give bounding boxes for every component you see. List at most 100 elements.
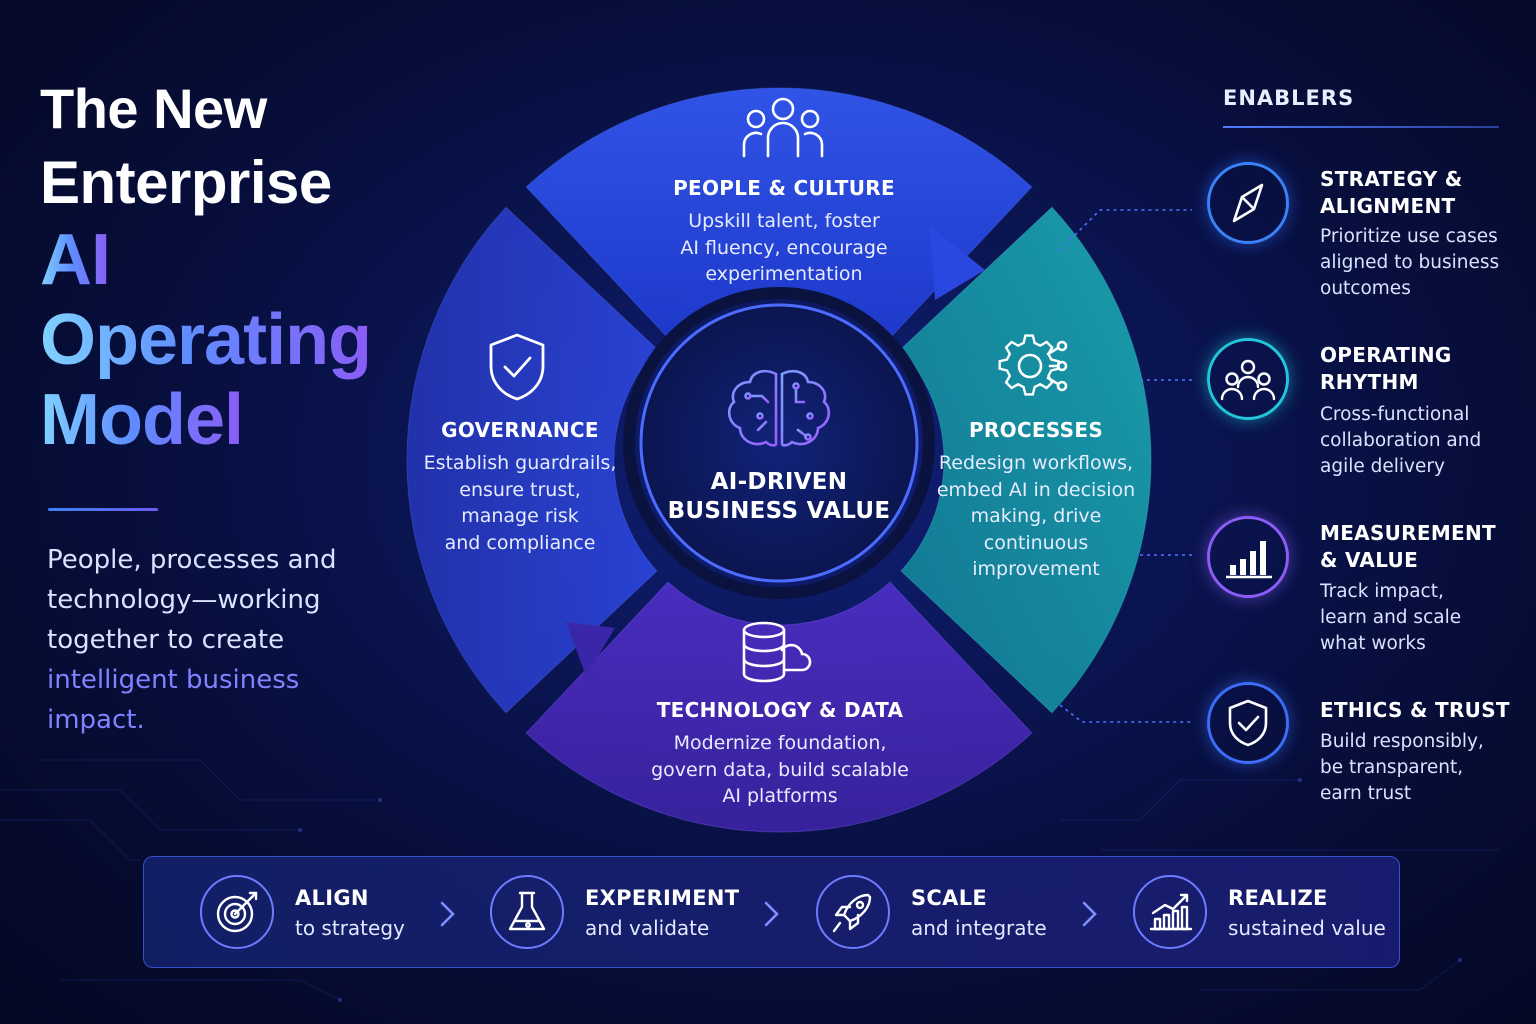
tagline-text: People, processes and technology—working… <box>47 545 337 655</box>
chevron-right-icon <box>764 901 779 927</box>
processes-block: PROCESSES Redesign workflows, embed AI i… <box>926 418 1146 583</box>
people-desc-line: AI fluency, encourage <box>680 236 888 259</box>
enabler-title-line: & VALUE <box>1320 548 1419 572</box>
arrow-head-bottom-left <box>566 622 615 676</box>
segment-processes <box>900 206 1152 714</box>
rocket-icon <box>832 893 872 933</box>
step-scale-title: SCALE <box>911 886 988 910</box>
step-align-title: ALIGN <box>295 886 369 910</box>
enabler-strategy-desc: Prioritize use cases aligned to business… <box>1320 224 1520 302</box>
page-title: The New Enterprise AI Operating Model <box>40 72 440 460</box>
enablers-rule <box>1223 126 1499 128</box>
center-label-line-1: AI-DRIVEN <box>710 469 848 495</box>
title-line-2: Enterprise <box>40 149 332 216</box>
enabler-rhythm-title: OPERATING RHYTHM <box>1320 342 1520 396</box>
step-experiment-title: EXPERIMENT <box>585 886 740 910</box>
enabler-desc-line: learn and scale <box>1320 607 1462 628</box>
step-experiment-circle <box>490 875 564 949</box>
enabler-desc-line: Cross-functional <box>1320 404 1470 425</box>
enabler-ethics-circle <box>1207 682 1289 764</box>
governance-title: GOVERNANCE <box>441 418 599 442</box>
processes-desc-line: making, drive <box>970 505 1102 527</box>
enabler-desc-line: be transparent, <box>1320 757 1464 778</box>
enabler-measurement-desc: Track impact, learn and scale what works <box>1320 579 1520 657</box>
people-culture-block: PEOPLE & CULTURE Upskill talent, foster … <box>614 176 954 288</box>
chevron-right-icon <box>440 901 455 927</box>
title-line-1: The New <box>40 77 267 140</box>
step-realize-title: REALIZE <box>1228 886 1328 910</box>
enabler-ethics-desc: Build responsibly, be transparent, earn … <box>1320 729 1520 807</box>
gear-icon <box>998 334 1068 396</box>
enabler-measurement-circle <box>1207 516 1289 598</box>
center-label-line-2: BUSINESS VALUE <box>667 498 891 524</box>
title-line-5: Model <box>40 380 244 460</box>
arrow-head-top-right <box>930 226 985 300</box>
processes-desc-line: continuous <box>983 531 1089 554</box>
processes-title: PROCESSES <box>968 418 1104 442</box>
enabler-desc-line: agile delivery <box>1320 456 1445 477</box>
people-culture-title: PEOPLE & CULTURE <box>673 176 895 200</box>
enabler-desc-line: outcomes <box>1320 278 1411 299</box>
enablers-heading: ENABLERS <box>1223 86 1355 110</box>
processes-desc-line: embed AI in decision <box>936 478 1136 501</box>
growth-chart-icon <box>1149 893 1193 931</box>
target-icon <box>216 891 258 933</box>
enabler-connectors <box>1059 209 1192 723</box>
enabler-strategy-circle <box>1207 162 1289 244</box>
technology-desc-line: govern data, build scalable <box>651 758 909 781</box>
enabler-desc-line: earn trust <box>1320 783 1412 804</box>
people-desc-line: Upskill talent, foster <box>688 210 880 232</box>
database-cloud-icon <box>742 621 812 683</box>
governance-desc-line: ensure trust, <box>459 478 581 501</box>
enabler-rhythm-circle <box>1207 338 1289 420</box>
step-scale-circle <box>816 875 890 949</box>
enabler-desc-line: Track impact, <box>1320 581 1444 602</box>
wheel-segments <box>406 87 1152 833</box>
segment-governance <box>406 206 658 714</box>
step-align-sub: to strategy <box>295 916 405 940</box>
enabler-title-line: ALIGNMENT <box>1320 194 1456 218</box>
shield-check-icon <box>489 333 545 401</box>
step-realize-sub: sustained value <box>1228 916 1386 940</box>
processes-desc-line: improvement <box>972 558 1100 580</box>
bar-chart-icon <box>1226 541 1272 579</box>
enabler-desc-line: what works <box>1320 633 1426 654</box>
people-icon <box>742 97 824 158</box>
governance-block: GOVERNANCE Establish guardrails, ensure … <box>420 418 620 556</box>
processes-desc-line: Redesign workflows, <box>938 452 1134 474</box>
enabler-title-line: ETHICS & TRUST <box>1320 698 1510 722</box>
technology-data-block: TECHNOLOGY & DATA Modernize foundation, … <box>620 698 940 810</box>
step-realize-circle <box>1133 875 1207 949</box>
team-icon <box>1220 359 1276 401</box>
center-label: AI-DRIVEN BUSINESS VALUE <box>650 468 908 526</box>
flask-icon <box>508 891 546 931</box>
enabler-desc-line: aligned to business <box>1320 252 1500 273</box>
enabler-title-line: RHYTHM <box>1320 370 1419 394</box>
enabler-ethics-title: ETHICS & TRUST <box>1320 697 1520 724</box>
step-scale-sub: and integrate <box>911 916 1047 940</box>
people-desc-line: experimentation <box>705 263 863 285</box>
enabler-title-line: STRATEGY & <box>1320 167 1463 191</box>
governance-desc-line: manage risk <box>461 505 579 527</box>
enabler-desc-line: Build responsibly, <box>1320 731 1484 752</box>
segment-technology-data <box>525 581 1033 833</box>
chevron-right-icon <box>1082 901 1097 927</box>
enabler-desc-line: Prioritize use cases <box>1320 226 1498 247</box>
governance-desc-line: and compliance <box>444 531 596 554</box>
enabler-title-line: MEASUREMENT <box>1320 521 1496 545</box>
shield-check-icon <box>1228 699 1268 747</box>
technology-desc-line: Modernize foundation, <box>673 732 887 754</box>
tagline-highlight: intelligent business impact. <box>47 665 300 735</box>
compass-icon <box>1232 183 1264 223</box>
title-line-3: AI <box>40 220 111 300</box>
enabler-desc-line: collaboration and <box>1320 430 1482 451</box>
technology-data-title: TECHNOLOGY & DATA <box>656 698 904 722</box>
tagline: People, processes and technology—working… <box>47 540 357 740</box>
governance-desc-line: Establish guardrails, <box>423 452 617 474</box>
enabler-title-line: OPERATING <box>1320 343 1452 367</box>
title-line-4: Operating <box>40 300 372 380</box>
brain-circuit-icon <box>727 369 831 448</box>
enabler-measurement-title: MEASUREMENT & VALUE <box>1320 520 1520 574</box>
